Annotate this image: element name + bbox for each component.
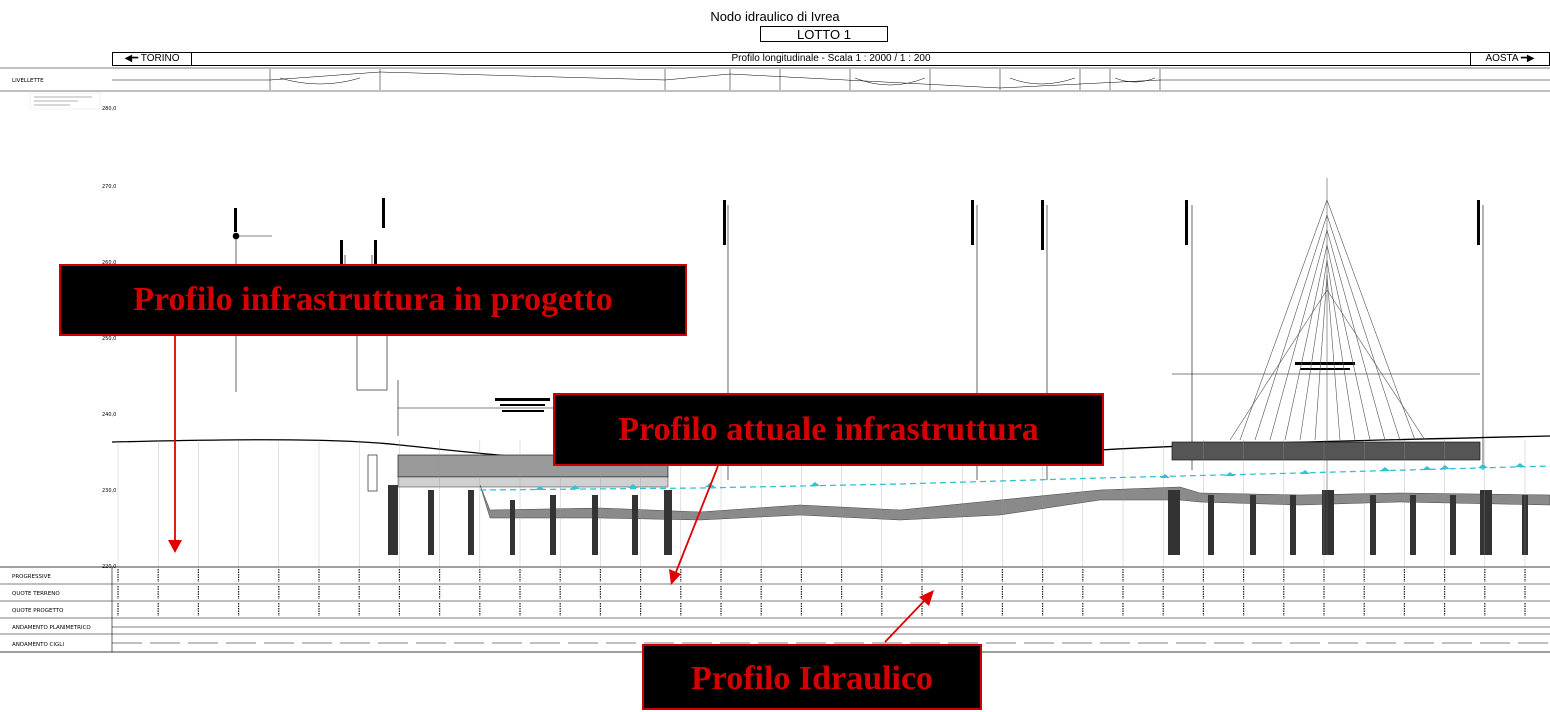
callout-infrastructure-current: Profilo attuale infrastruttura <box>553 393 1104 466</box>
elev-tick: 280,0 <box>102 106 116 112</box>
elev-tick: 270,0 <box>102 184 116 190</box>
ground-profile <box>479 484 1550 521</box>
profile-scale-title: Profilo longitudinale - Scala 1 : 2000 /… <box>731 53 931 64</box>
row-label-quote-terreno: QUOTE TERRENO <box>12 591 60 597</box>
livellette-row: LIVELLETTE <box>0 67 1550 92</box>
cable-stayed-tower <box>1229 178 1426 555</box>
elev-tick: 240,0 <box>102 412 116 418</box>
elev-tick: 260,0 <box>102 260 116 266</box>
arrow-head-icon <box>919 590 934 606</box>
elev-tick: 250,0 <box>102 336 116 342</box>
arrow-head-icon <box>669 569 681 585</box>
row-label-progressive: PROGRESSIVE <box>12 574 51 580</box>
elev-tick: 230,0 <box>102 488 116 494</box>
left-arrow-icon: ◀━ <box>124 53 139 64</box>
callout-arrows <box>168 336 934 643</box>
axis-legend <box>29 92 101 110</box>
row-label-quote-progetto: QUOTE PROGETTO <box>12 608 64 614</box>
drawing-title: Nodo idraulico di Ivrea <box>710 9 840 24</box>
direction-torino: ◀━ TORINO <box>113 53 192 65</box>
structure-reference-lines <box>232 205 1484 480</box>
callout-hydraulic: Profilo Idraulico <box>642 644 982 710</box>
row-label-andamento-planimetrico: ANDAMENTO PLANIMETRICO <box>12 625 91 631</box>
table-column-ticks <box>117 569 1526 616</box>
torino-label: TORINO <box>140 53 180 64</box>
arrow-head-icon <box>168 540 182 553</box>
direction-aosta: AOSTA ━▶ <box>1470 53 1549 65</box>
row-label-andamento-cigli: ANDAMENTO CIGLI <box>12 642 64 648</box>
callout-infrastructure-project: Profilo infrastruttura in progetto <box>59 264 687 336</box>
hydraulic-line <box>479 465 1550 491</box>
livellette-label: LIVELLETTE <box>12 78 44 84</box>
elevation-axis: 280,0 270,0 260,0 250,0 240,0 230,0 220,… <box>102 106 116 570</box>
aosta-label: AOSTA <box>1485 53 1519 64</box>
viaduct-deck-right <box>1171 362 1481 461</box>
data-table: PROGRESSIVE QUOTE TERRENO QUOTE PROGETTO… <box>0 566 1550 653</box>
right-arrow-icon: ━▶ <box>1520 53 1535 64</box>
hydraulic-markers <box>535 463 1525 490</box>
lotto-box: LOTTO 1 <box>760 26 888 42</box>
